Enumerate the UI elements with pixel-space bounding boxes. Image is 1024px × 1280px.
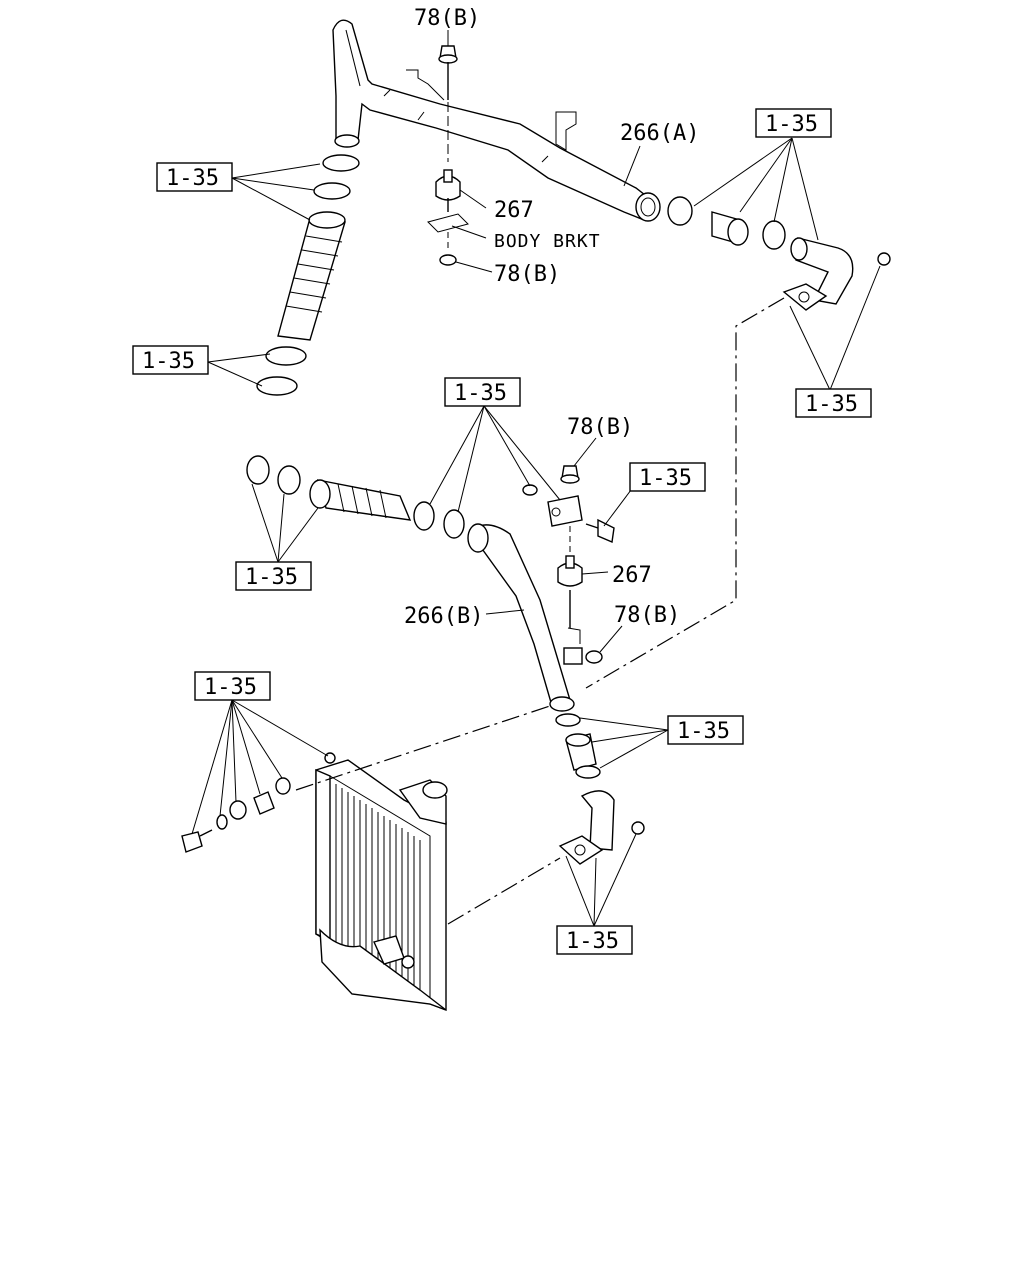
hose-upper-right	[667, 196, 891, 311]
ref-1-35-middle-left: 1-35	[245, 565, 298, 590]
label-body-brkt: BODY BRKT	[494, 231, 601, 252]
leader-lines	[191, 30, 881, 927]
label-266b: 266(B)	[404, 604, 483, 629]
ref-box-upper-right: 1-35	[755, 108, 832, 138]
mount-stack-upper	[427, 45, 469, 266]
ref-1-35-left-lower: 1-35	[142, 349, 195, 374]
center-lines	[295, 297, 785, 925]
hose-upper-left	[256, 154, 360, 396]
ref-box-middle-top: 1-35	[444, 377, 521, 407]
intercooler-core	[315, 752, 448, 1012]
ref-box-lower-right: 1-35	[667, 715, 744, 745]
label-266a: 266(A)	[620, 121, 699, 146]
ref-box-right: 1-35	[795, 388, 872, 418]
ref-box-bottom: 1-35	[556, 925, 633, 955]
pipe-266b	[467, 523, 583, 712]
ref-box-middle-left: 1-35	[235, 561, 312, 591]
label-78b-middle: 78(B)	[567, 415, 633, 440]
ref-1-35-bottom: 1-35	[566, 929, 619, 954]
pipe-266a	[332, 19, 661, 222]
ref-1-35-middle-top: 1-35	[454, 381, 507, 406]
ref-box-lower-left: 1-35	[194, 671, 271, 701]
label-78b-top: 78(B)	[414, 6, 480, 31]
ref-1-35-upper-right: 1-35	[765, 112, 818, 137]
label-267-upper: 267	[494, 198, 534, 223]
ref-1-35-lower-left: 1-35	[204, 675, 257, 700]
elbow-lower	[555, 713, 645, 865]
ref-1-35-right: 1-35	[805, 392, 858, 417]
label-78b-upper-lower: 78(B)	[494, 262, 560, 287]
ref-box-left-lower: 1-35	[132, 345, 209, 375]
ref-1-35-lower-right: 1-35	[677, 719, 730, 744]
ref-box-middle-right: 1-35	[629, 462, 706, 492]
mount-stack-middle	[522, 465, 615, 664]
ref-1-35-upper-left: 1-35	[166, 166, 219, 191]
label-78b-middle-lower: 78(B)	[614, 603, 680, 628]
label-267-middle: 267	[612, 563, 652, 588]
ref-box-upper-left: 1-35	[156, 162, 233, 192]
fastener-stack-left	[181, 777, 291, 853]
hose-middle	[246, 455, 465, 539]
labels: 78(B) 266(A) 267 BODY BRKT 78(B) 78(B) 2…	[404, 6, 699, 629]
ref-1-35-middle-right: 1-35	[639, 466, 692, 491]
